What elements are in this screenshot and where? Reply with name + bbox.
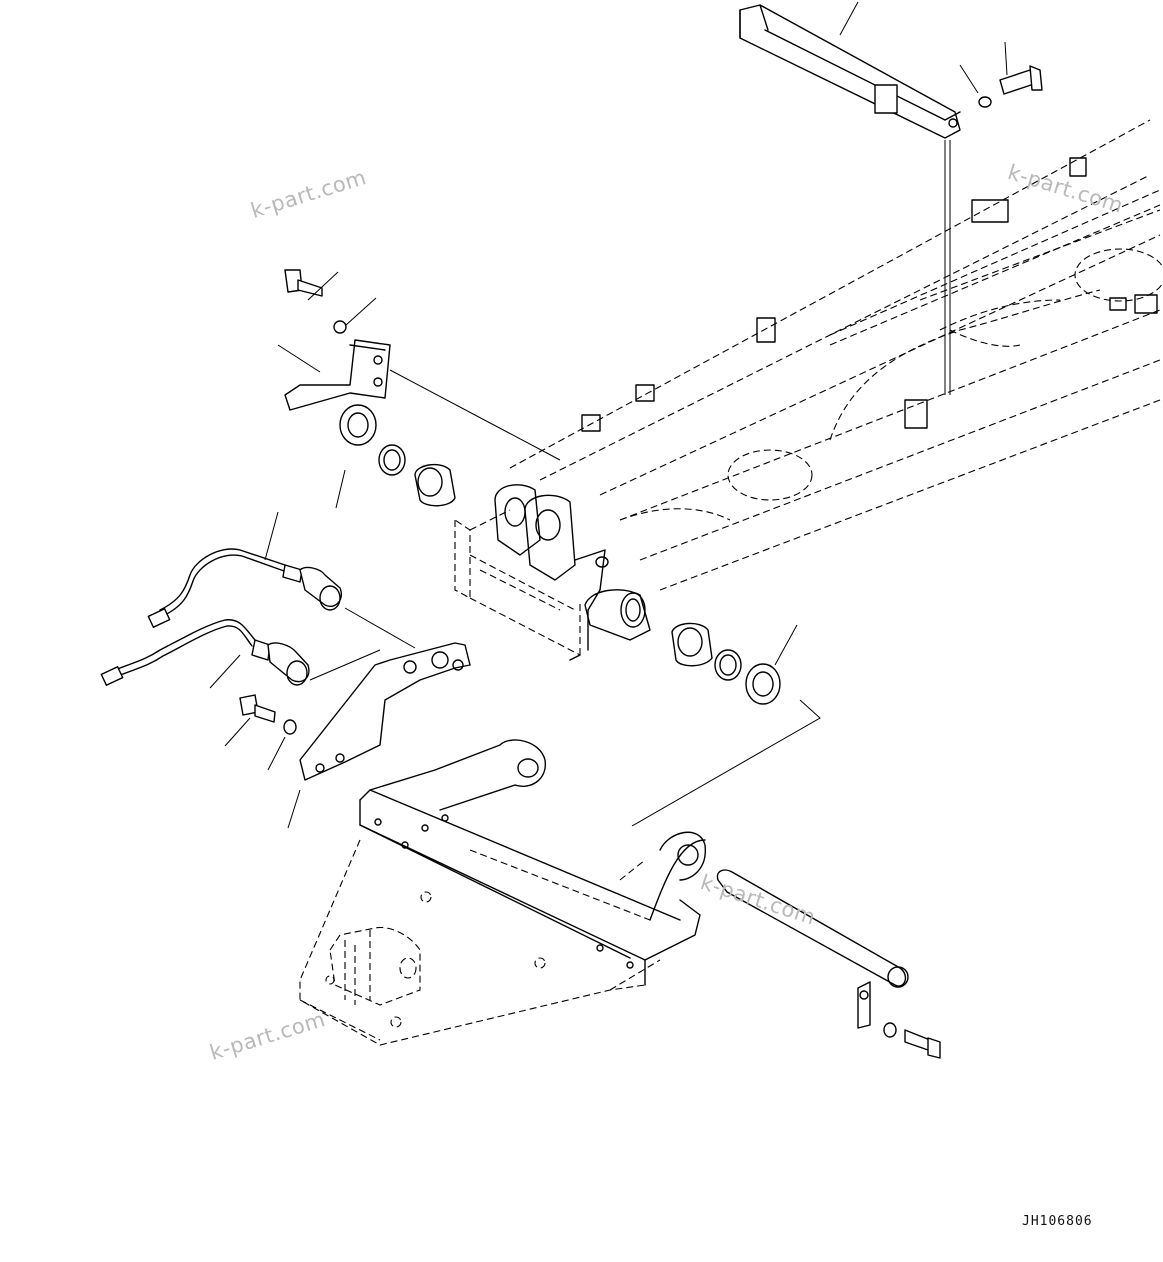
- long-pin-with-lock: [716, 869, 941, 1059]
- upper-left-bracket: [277, 339, 561, 461]
- proximity-sensor-upper: [147, 511, 416, 649]
- pin-washer-set-lower: [631, 622, 821, 827]
- rail-blocks: [581, 157, 1158, 432]
- top-cross-bracket: [739, 1, 961, 395]
- drawing-code: JH106806: [1022, 1214, 1093, 1229]
- pin-washer-set-upper: [335, 404, 456, 509]
- upper-left-bolt: [284, 269, 377, 334]
- lower-hitch-assembly: [299, 739, 706, 1046]
- top-bolt-washer: [959, 41, 1043, 108]
- sensor-mount-plate: [287, 642, 471, 829]
- proximity-sensor-lower: [100, 619, 381, 689]
- main-frame: [454, 119, 1163, 661]
- sensor-plate-bolt: [224, 694, 297, 771]
